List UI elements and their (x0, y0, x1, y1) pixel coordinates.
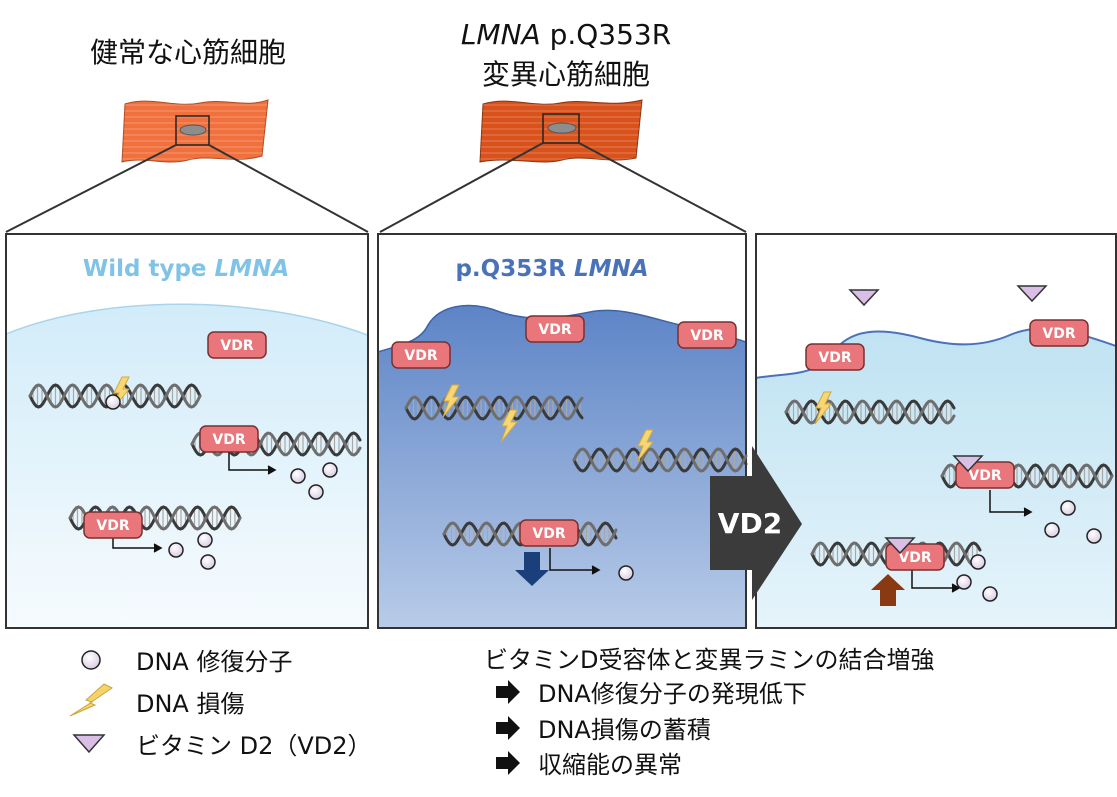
vdr-box: VDR (519, 519, 579, 547)
repair-molecules (105, 394, 1102, 602)
repair-molecule-circle (105, 394, 121, 410)
dna-helix (572, 447, 748, 473)
vdr-label: VDR (690, 328, 723, 344)
summary-item-text: 収縮能の異常 (538, 751, 682, 779)
mutant-gene-name: LMNA (461, 18, 541, 51)
mutant-nucleus (547, 122, 577, 134)
mutant-variant-name: p.Q353R (541, 18, 672, 51)
legend-vd2-label: ビタミン D2（VD2） (136, 732, 372, 760)
transcription-arrow (228, 452, 274, 471)
vdr-label: VDR (1042, 326, 1075, 342)
vdr-box: VDR (677, 321, 737, 349)
lightning-icon (814, 391, 833, 425)
legend-vd2-triangle (72, 734, 106, 754)
vdr-box: VDR (525, 315, 585, 343)
wild-type-panel-title: Wild type LMNA (83, 256, 289, 282)
mutant-cell-title: 変異心筋細胞 (482, 58, 650, 91)
healthy-nucleus (179, 124, 207, 136)
vd2-triangle (884, 537, 916, 555)
dna-helix (404, 395, 584, 421)
repair-molecule-circle (197, 532, 213, 548)
vdr-label: VDR (96, 518, 129, 534)
vd2-molecules (848, 285, 1048, 555)
legend: DNA 修復分子 DNA 損傷 ビタミン D2（VD2） (69, 648, 372, 760)
vdr-label: VDR (898, 550, 931, 566)
legend-lightning-icon (69, 683, 113, 717)
vd2-triangle (1016, 285, 1048, 303)
dna-helix (784, 399, 956, 425)
transcription-arrow (549, 548, 598, 571)
lightning-icon (442, 384, 461, 418)
repair-molecule-circle (308, 484, 324, 500)
repair-molecule-circle (1044, 522, 1060, 538)
repair-molecule-circle (956, 574, 972, 590)
summary-heading: ビタミンD受容体と変異ラミンの結合増強 (484, 646, 934, 674)
vdr-box: VDR (199, 425, 259, 453)
lightning-icon (636, 429, 655, 463)
summary-item-2: DNA損傷の蓄積 (496, 716, 711, 744)
repair-molecule-circle (322, 462, 338, 478)
repair-molecule-circle (168, 542, 184, 558)
wild-type-panel: Wild type LMNA (5, 233, 369, 629)
repair-molecule-circle (200, 554, 216, 570)
vdr-label: VDR (404, 348, 437, 364)
legend-repair-circle (81, 650, 101, 670)
healthy-cardiomyocyte (121, 99, 269, 163)
vdr-box: VDR (83, 511, 143, 539)
expression-down-arrow (515, 552, 549, 586)
transcription-arrow (989, 490, 1030, 513)
repair-molecule-circle (290, 468, 306, 484)
vdr-box: VDR (391, 341, 451, 369)
legend-repair-label: DNA 修復分子 (136, 648, 292, 676)
healthy-cell-title: 健常な心筋細胞 (90, 36, 286, 69)
summary-item-text: DNA修復分子の発現低下 (538, 680, 807, 708)
vdr-label: VDR (220, 338, 253, 354)
legend-damage-label: DNA 損傷 (136, 690, 244, 718)
lightning-icon (500, 409, 519, 443)
summary-item-3: 収縮能の異常 (496, 751, 682, 779)
mutant-panel-title: p.Q353R LMNA (455, 256, 648, 282)
mutant-title-line1: LMNA p.Q353R (461, 18, 671, 51)
arrow-right-icon (496, 716, 520, 740)
vdr-box: VDR (805, 343, 865, 371)
vd2-triangle (848, 289, 880, 307)
vd2-arrow-label: VD2 (718, 507, 782, 540)
vdr-label: VDR (532, 526, 565, 542)
vdr-label: VDR (818, 350, 851, 366)
vdr-layer: VDR VDR VDR VDR VDR VDR VDR VDR VDR VDR VDR (83, 315, 1089, 571)
repair-molecule-circle (1060, 500, 1076, 516)
vd2-treatment-arrow: VD2 (710, 446, 802, 600)
repair-molecule-circle (982, 586, 998, 602)
summary-item-1: DNA修復分子の発現低下 (496, 680, 807, 708)
transcription-arrows (112, 452, 1033, 593)
arrow-right-icon (496, 680, 520, 704)
zoom-lines (5, 142, 747, 233)
repair-molecule-circle (618, 565, 634, 581)
arrow-right-icon (496, 751, 520, 775)
vdr-label: VDR (212, 432, 245, 448)
vdr-label: VDR (538, 322, 571, 338)
vd2-triangle (952, 455, 984, 473)
repair-molecule-circle (1086, 528, 1102, 544)
vdr-box: VDR (207, 331, 267, 359)
vdr-label: VDR (968, 468, 1001, 484)
repair-molecule-circle (970, 554, 986, 570)
mutant-cardiomyocyte (479, 99, 643, 163)
summary-item-text: DNA損傷の蓄積 (538, 716, 711, 744)
summary: ビタミンD受容体と変異ラミンの結合増強 DNA修復分子の発現低下 DNA損傷の蓄… (484, 646, 934, 779)
mutant-panel: p.Q353R LMNA (377, 233, 747, 629)
expression-up-arrow (871, 574, 905, 606)
transcription-arrow (911, 570, 958, 589)
vdr-box: VDR (1029, 319, 1089, 347)
